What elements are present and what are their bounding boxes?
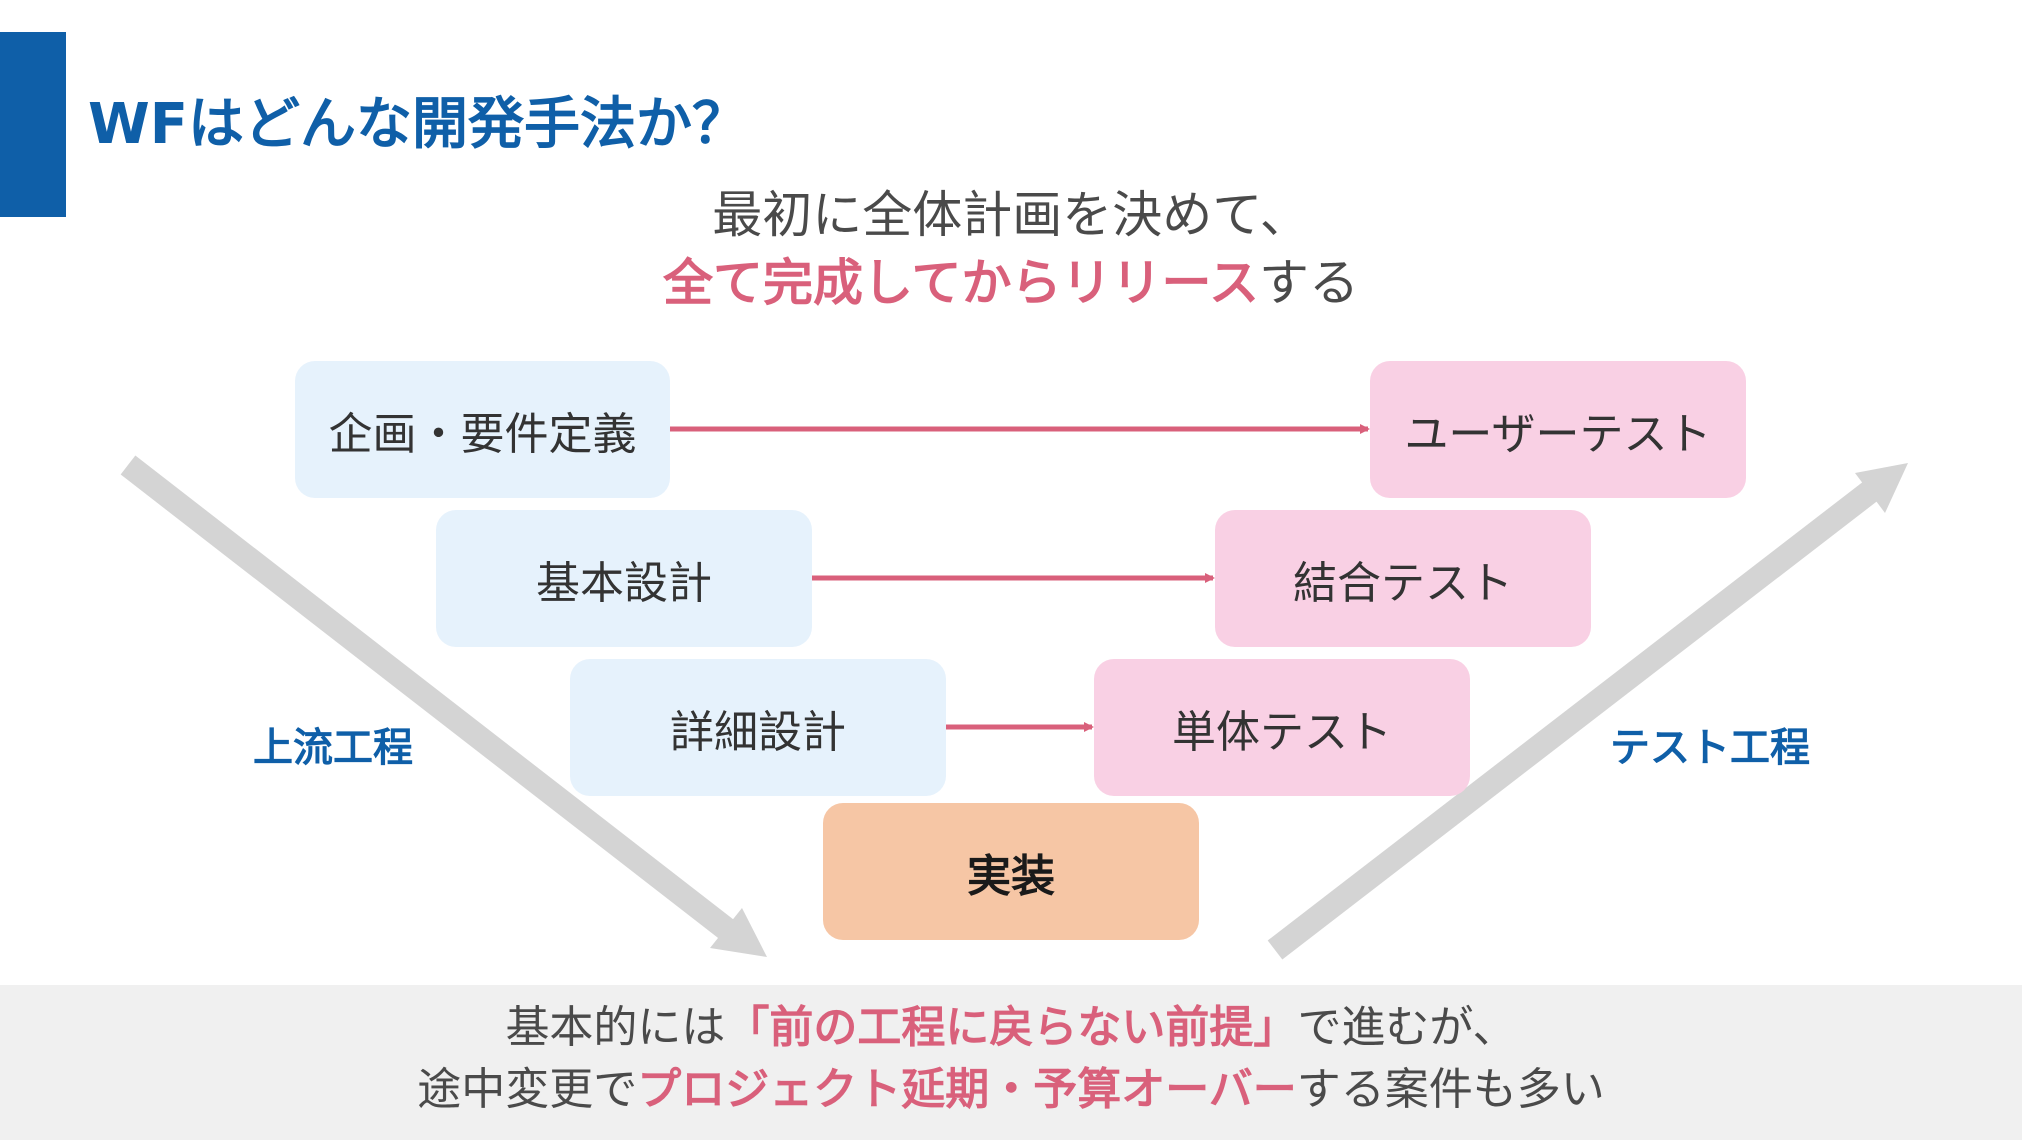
label-upstream-process: 上流工程	[253, 725, 413, 771]
page-title: WFはどんな開発手法か？	[88, 92, 749, 157]
footer-line2-post: する案件も多い	[1296, 1064, 1605, 1115]
subtitle-rest: する	[1259, 254, 1359, 312]
footer-line1-highlight: 「前の工程に戻らない前提」	[725, 1002, 1298, 1053]
upward-test-arrow	[1267, 463, 1908, 960]
subtitle-line-1: 最初に全体計画を決めて、	[0, 180, 2022, 250]
footer-line2-highlight: プロジェクト延期・予算オーバー	[637, 1064, 1297, 1115]
footer-line2-pre: 途中変更で	[417, 1064, 638, 1115]
footer-line-2: 途中変更でプロジェクト延期・予算オーバーする案件も多い	[0, 1059, 2022, 1121]
footer-line1-post: で進むが、	[1297, 1002, 1517, 1053]
subtitle-highlight: 全て完成してからリリース	[663, 254, 1259, 312]
box-detailed-design: 詳細設計	[570, 659, 946, 796]
box-unit-test: 単体テスト	[1094, 659, 1470, 796]
box-integration-test: 結合テスト	[1215, 510, 1591, 647]
label-test-process: テスト工程	[1610, 725, 1810, 771]
subtitle-line-2: 全て完成してからリリースする	[0, 248, 2022, 318]
box-user-test: ユーザーテスト	[1370, 361, 1746, 498]
box-basic-design: 基本設計	[436, 510, 812, 647]
subtitle-text: 最初に全体計画を決めて、	[712, 186, 1310, 244]
footer-line-1: 基本的には「前の工程に戻らない前提」で進むが、	[0, 985, 2022, 1059]
downward-process-arrow	[120, 455, 767, 957]
box-implementation: 実装	[823, 803, 1199, 940]
footer-note: 基本的には「前の工程に戻らない前提」で進むが、 途中変更でプロジェクト延期・予算…	[0, 985, 2022, 1140]
footer-line1-pre: 基本的には	[505, 1002, 726, 1053]
box-requirements: 企画・要件定義	[295, 361, 670, 498]
title-accent-bar	[0, 32, 66, 217]
